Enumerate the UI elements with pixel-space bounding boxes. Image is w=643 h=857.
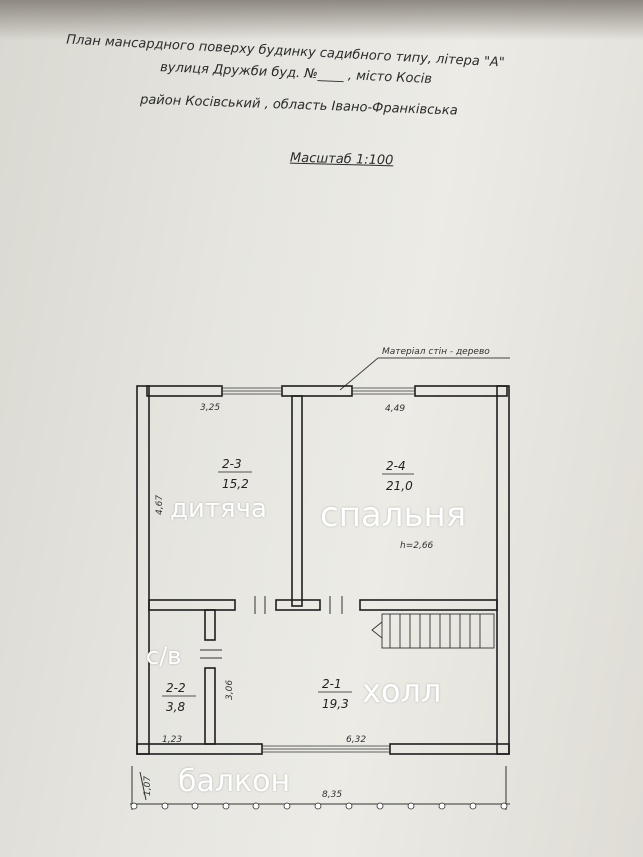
- height-label: h=2,66: [400, 541, 434, 551]
- dim-306: 3,06: [225, 680, 235, 700]
- material-note: Матеріал стін - дерево: [382, 347, 490, 357]
- wall-wc-lower: [204, 667, 216, 745]
- room-id: 2-3: [222, 457, 242, 471]
- room-id: 2-2: [166, 681, 186, 695]
- room-id: 2-1: [322, 677, 342, 691]
- wall-top-mid: [281, 385, 353, 397]
- wall-interior-vertical: [291, 395, 303, 607]
- door-marks: [200, 596, 343, 659]
- note-leader-line: [339, 357, 379, 391]
- room-area: 21,0: [386, 479, 413, 493]
- wall-wc-upper: [204, 609, 216, 641]
- page-shadow: [0, 0, 643, 40]
- dim-632: 6,32: [346, 735, 366, 745]
- staircase: [371, 613, 495, 649]
- dim-449: 4,49: [385, 404, 405, 414]
- dim-123: 1,23: [162, 735, 182, 745]
- room-area: 19,3: [322, 697, 349, 711]
- wall-right: [496, 385, 510, 755]
- room-area: 15,2: [222, 477, 249, 491]
- wall-bottom-left: [136, 743, 263, 755]
- room-2-1: 2-1 19,3: [318, 677, 352, 711]
- room-2-4: 2-4 21,0: [382, 459, 414, 493]
- wall-mid-left: [148, 599, 236, 611]
- walls: [136, 385, 510, 755]
- windows: [222, 387, 415, 753]
- dim-325: 3,25: [200, 403, 220, 413]
- dim-467: 4,67: [155, 495, 165, 515]
- wall-left: [136, 385, 150, 755]
- dim-835: 8,35: [322, 790, 342, 800]
- room-area: 3,8: [166, 700, 185, 714]
- wall-top-left: [146, 385, 223, 397]
- room-2-2: 2-2 3,8: [162, 681, 196, 714]
- label-hall: холл: [362, 672, 442, 710]
- label-nursery: дитяча: [170, 494, 267, 524]
- wall-mid-center: [275, 599, 321, 611]
- wall-top-right: [414, 385, 508, 397]
- label-balcony: балкон: [178, 764, 291, 799]
- wall-bottom-right: [389, 743, 510, 755]
- label-bedroom: спальня: [320, 495, 467, 535]
- balcony-posts: [130, 802, 508, 810]
- wall-mid-right: [359, 599, 498, 611]
- dim-107: 1,07: [143, 776, 153, 796]
- room-2-3: 2-3 15,2: [218, 457, 252, 491]
- room-id: 2-4: [386, 459, 406, 473]
- label-wc: с/в: [146, 642, 182, 670]
